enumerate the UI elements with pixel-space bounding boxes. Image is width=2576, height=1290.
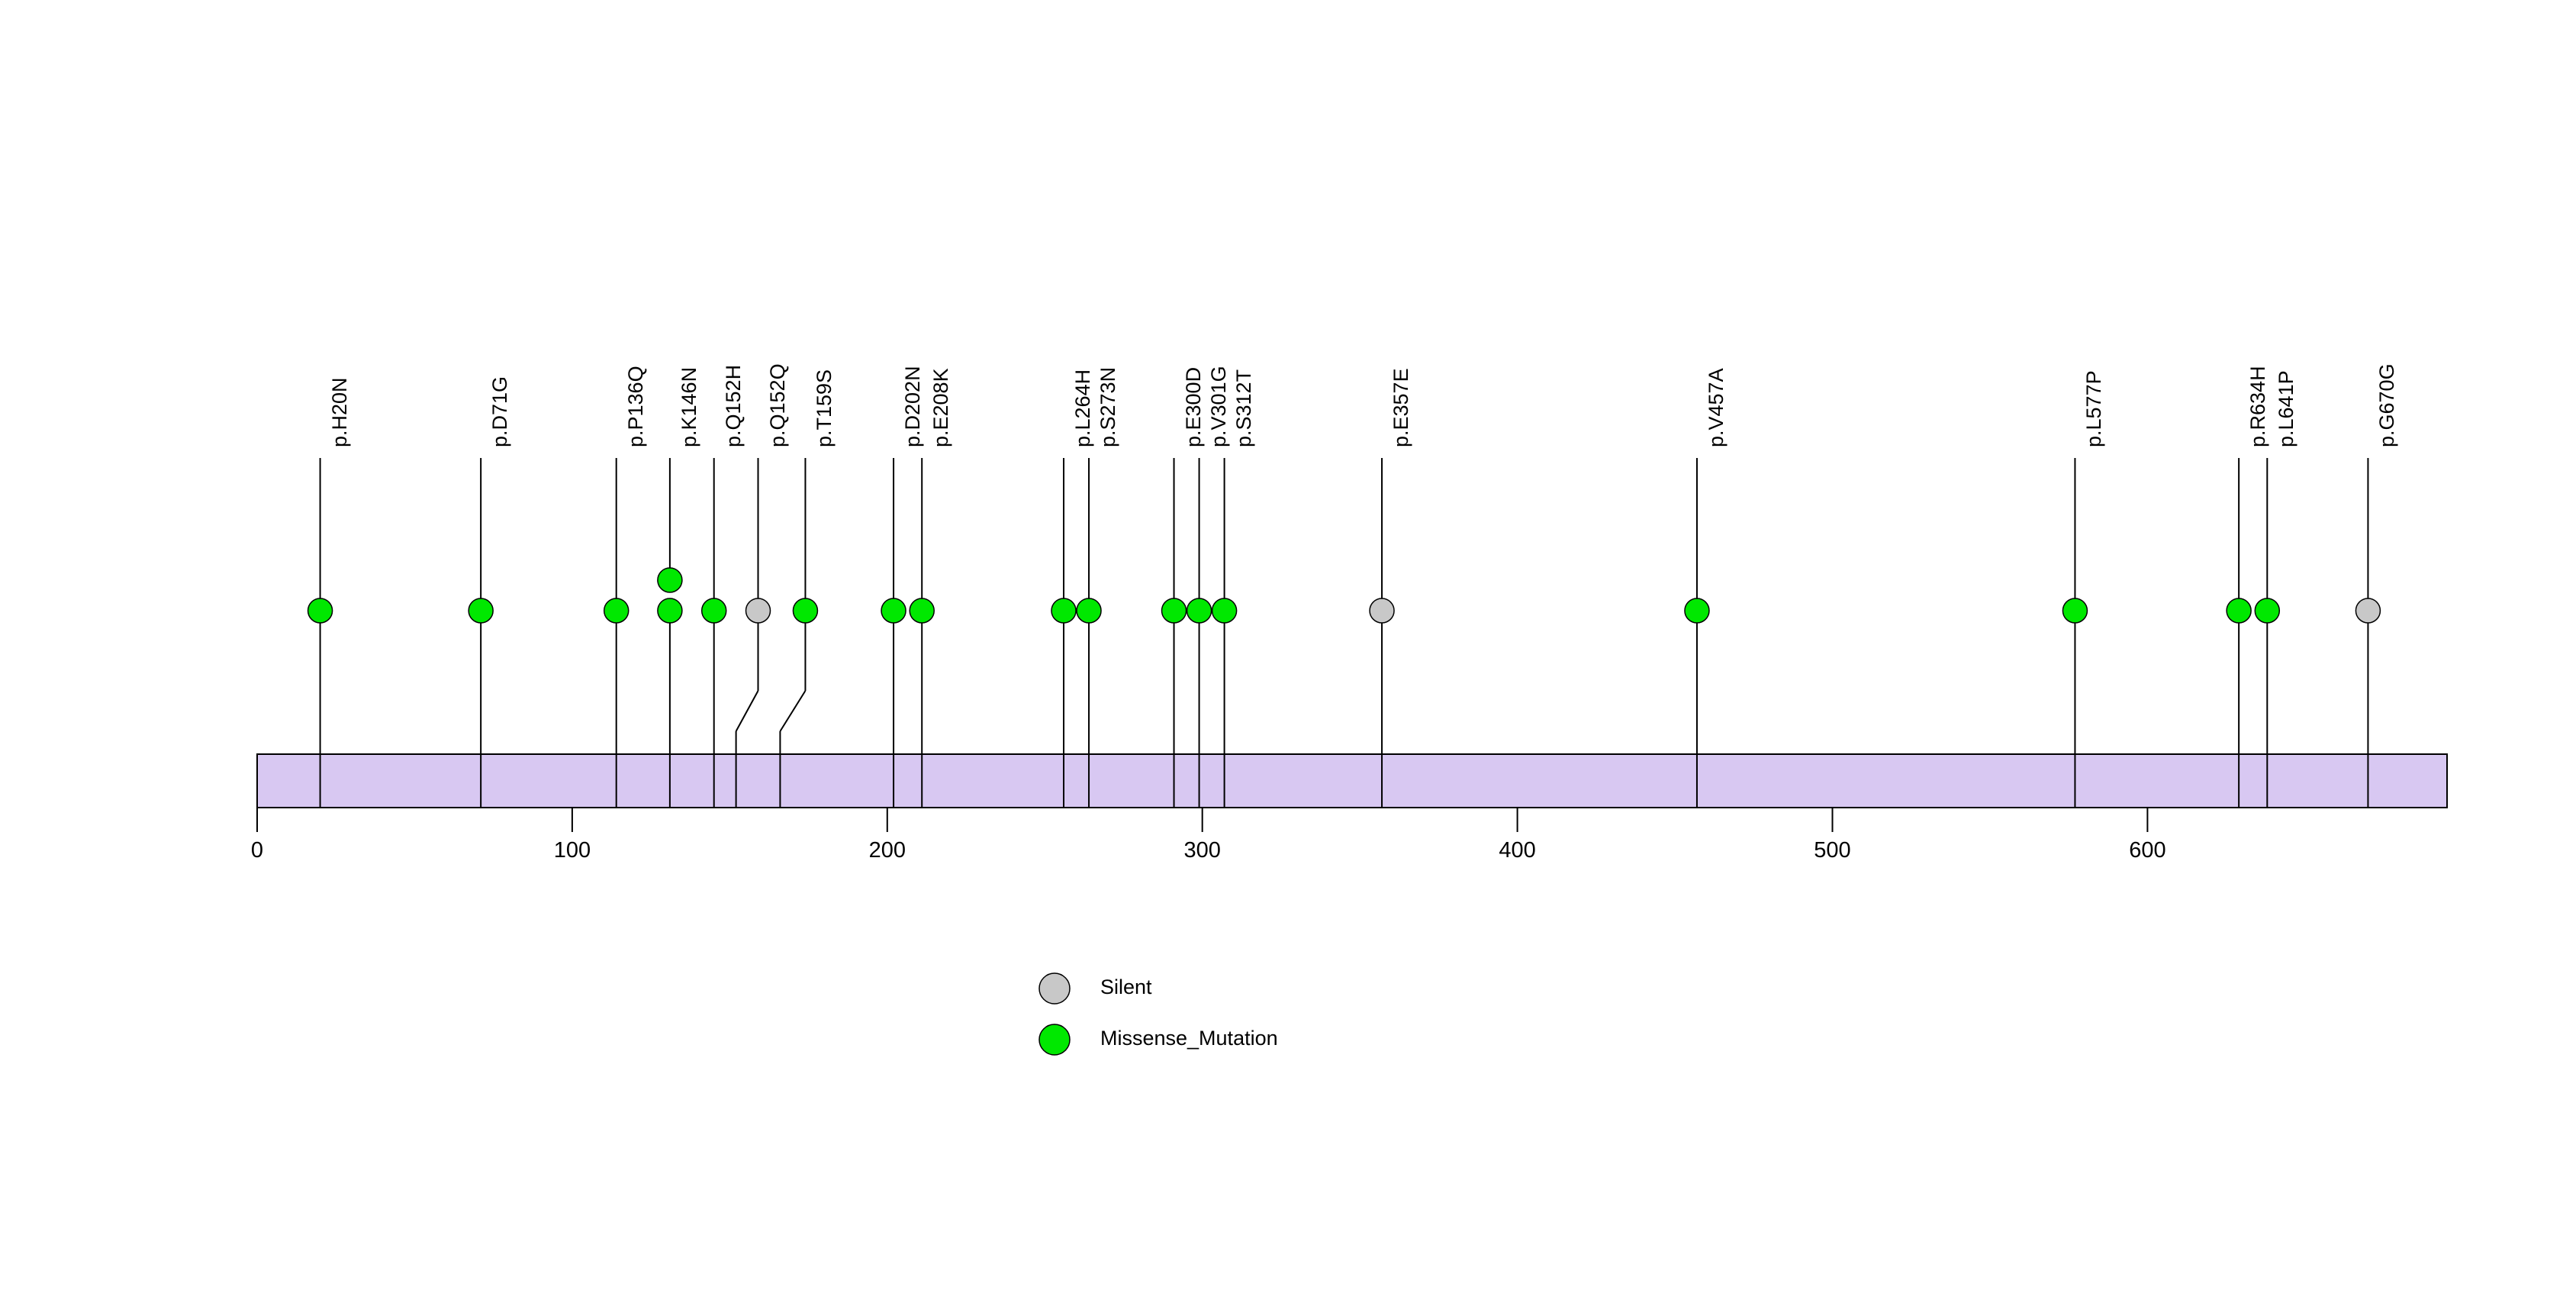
mutation-label-p.K146N: p.K146N [677,366,700,447]
legend-label-Missense_Mutation: Missense_Mutation [1100,1027,1278,1050]
mutation-label-p.E208K: p.E208K [929,368,953,447]
mutation-label-p.E357E: p.E357E [1389,368,1413,447]
mutation-marker-p.Q152Q[interactable] [745,598,771,624]
mutation-marker-p.P136Q[interactable] [603,598,630,624]
mutation-label-p.D71G: p.D71G [488,376,512,447]
mutation-marker-p.G670G[interactable] [2355,598,2381,624]
axis-tick-label-400: 400 [1499,838,1536,863]
legend-marker-Missense_Mutation[interactable] [1038,1024,1071,1056]
mutation-label-p.L577P: p.L577P [2082,370,2106,447]
mutation-marker-p.K146N[interactable] [657,567,683,593]
axis-ticks-group [256,808,2149,832]
mutation-marker-p.L264H[interactable] [1051,598,1077,624]
mutation-marker-p.K146N[interactable] [657,598,683,624]
axis-tick-label-0: 0 [250,838,264,863]
mutation-label-p.L641P: p.L641P [2275,370,2298,447]
mutation-label-p.V301G: p.V301G [1206,366,1230,447]
axis-tick-label-500: 500 [1814,838,1851,863]
mutation-marker-p.R634H[interactable] [2226,598,2252,624]
lollipop-drop-b-p.Q152Q [735,690,759,732]
mutation-label-p.S312T: p.S312T [1232,369,1255,447]
legend-label-Silent: Silent [1100,976,1152,998]
protein-bar-position-marks [319,754,2369,808]
lollipop-drop-b-p.T159S [779,690,807,732]
mutation-label-p.R634H: p.R634H [2246,366,2270,447]
mutation-marker-p.E208K[interactable] [909,598,935,624]
mutation-marker-p.E300D[interactable] [1161,598,1187,624]
mutation-marker-p.Q152H[interactable] [700,598,727,624]
protein-domain-bar [256,753,2448,808]
mutation-label-p.L264H: p.L264H [1071,369,1095,447]
mutation-label-p.D202N: p.D202N [901,366,925,447]
mutation-label-p.Q152H: p.Q152H [721,364,745,447]
mutation-marker-p.H20N[interactable] [307,598,333,624]
mutation-label-p.H20N: p.H20N [327,377,351,447]
mutation-label-p.G670G: p.G670G [2375,363,2399,447]
mutation-marker-p.D202N[interactable] [881,598,906,624]
axis-tick-label-100: 100 [553,838,591,863]
legend-marker-Silent[interactable] [1038,972,1071,1005]
mutation-label-p.E300D: p.E300D [1181,366,1205,447]
mutation-marker-p.L641P[interactable] [2254,598,2281,624]
mutation-label-p.P136Q: p.P136Q [623,366,647,447]
mutation-label-p.T159S: p.T159S [813,369,836,447]
mutation-lollipops-group [307,567,2381,624]
axis-tick-label-600: 600 [2129,838,2166,863]
mutation-marker-p.D71G[interactable] [468,598,494,624]
legend-markers-group [1038,972,1071,1056]
mutation-marker-p.S273N[interactable] [1076,598,1102,624]
mutation-marker-p.V457A[interactable] [1684,598,1710,624]
mutation-marker-p.T159S[interactable] [792,598,819,624]
mutation-marker-p.V301G[interactable] [1186,598,1212,624]
axis-tick-label-200: 200 [868,838,906,863]
mutation-marker-p.L577P[interactable] [2062,598,2088,624]
mutation-marker-p.E357E[interactable] [1369,598,1395,624]
axis-tick-label-300: 300 [1183,838,1221,863]
mutation-label-p.Q152Q: p.Q152Q [765,363,789,447]
mutation-label-p.V457A: p.V457A [1704,368,1728,447]
mutation-marker-p.S312T[interactable] [1211,598,1238,624]
mutation-label-p.S273N: p.S273N [1096,366,1120,447]
